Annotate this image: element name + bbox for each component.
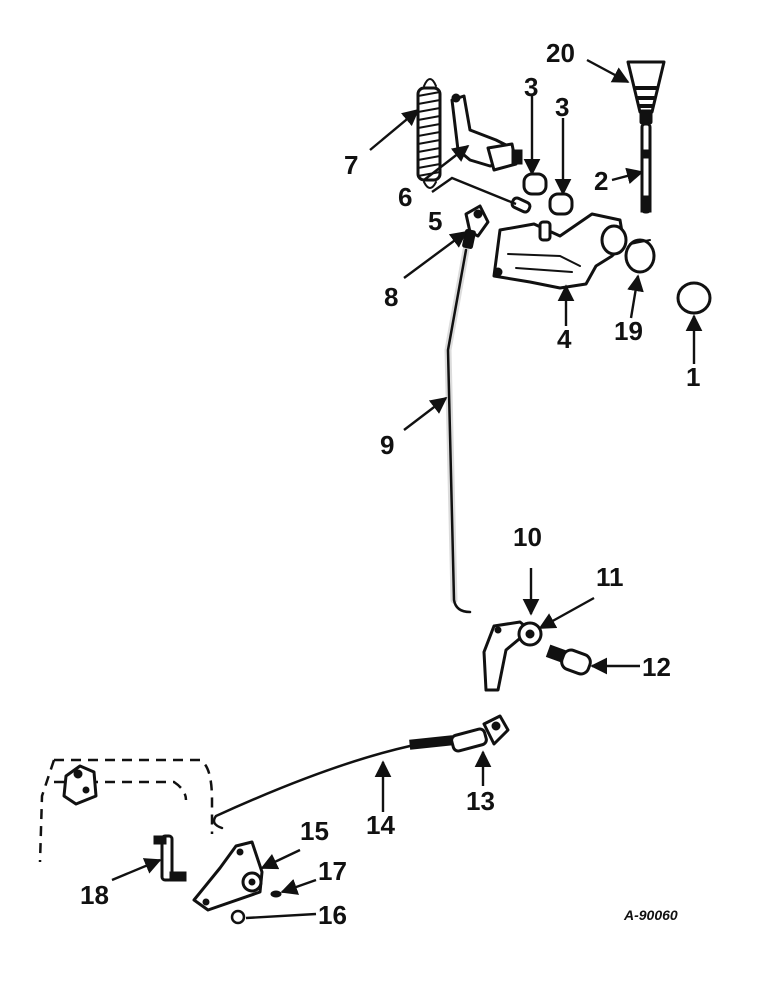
callout-6: 6: [398, 182, 412, 212]
callout-14: 14: [366, 810, 395, 840]
part-15-lever: [192, 840, 264, 912]
callout-3a: 3: [524, 72, 538, 102]
callout-10: 10: [513, 522, 542, 552]
callout-7: 7: [344, 150, 358, 180]
part-12-bolt: [545, 644, 592, 676]
part-8-clevis: [462, 204, 490, 249]
callout-1: 1: [686, 362, 700, 392]
callout-13: 13: [466, 786, 495, 816]
callout-17: 17: [318, 856, 347, 886]
callout-18: 18: [80, 880, 109, 910]
part-2-rod: [640, 122, 652, 214]
leader-lines: [111, 58, 703, 920]
part-4-bracket: [492, 212, 628, 290]
part-3-bushing-a: [522, 172, 548, 196]
part-19-nut: [624, 238, 656, 274]
reference-code: A-90060: [623, 907, 678, 923]
callout-labels: 20 2 3 3 7 6 5 8 4 19 1 9 10 11 12 13 14…: [80, 38, 700, 930]
callout-19: 19: [614, 316, 643, 346]
part-7-spring: [416, 78, 442, 189]
callout-2: 2: [594, 166, 608, 196]
part-1-cap: [676, 281, 712, 315]
callout-9: 9: [380, 430, 394, 460]
part-18-pin: [153, 834, 187, 882]
callout-12: 12: [642, 652, 671, 682]
callout-20: 20: [546, 38, 575, 68]
callout-3b: 3: [555, 92, 569, 122]
part-16-ring: [230, 909, 246, 925]
callout-11: 11: [596, 562, 624, 592]
part-14-rod: [212, 735, 454, 830]
callout-15: 15: [300, 816, 329, 846]
part-13-clevis: [450, 714, 510, 753]
tractor-body-outline: [38, 758, 214, 863]
part-6-lever: [450, 93, 523, 172]
callout-4: 4: [557, 324, 572, 354]
callout-8: 8: [384, 282, 398, 312]
part-17-pin: [270, 890, 282, 898]
part-3-bushing-b: [548, 192, 574, 216]
part-11-lever: [482, 620, 543, 692]
callout-16: 16: [318, 900, 347, 930]
part-20-knob: [626, 60, 666, 125]
part-9-rod: [444, 246, 472, 614]
callout-5: 5: [428, 206, 442, 236]
part-5-pin: [510, 196, 532, 214]
